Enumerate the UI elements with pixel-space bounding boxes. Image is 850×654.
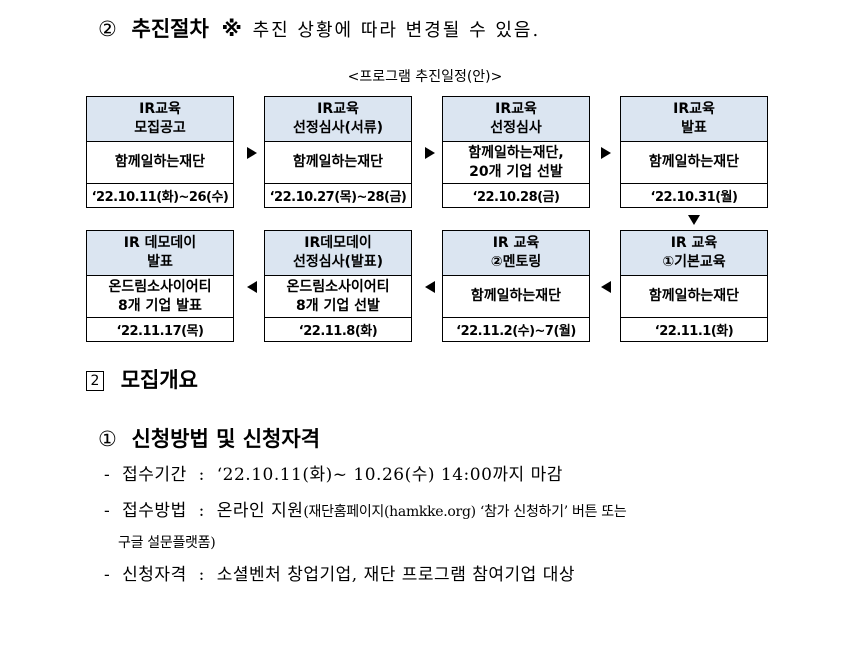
- section-heading-procedure: ② 추진절차 ※ 추진 상황에 따라 변경될 수 있음.: [98, 14, 540, 46]
- step-body: 함께일하는재단: [648, 288, 740, 304]
- subsection-number: ①: [98, 427, 117, 451]
- step-date: ‘22.11.8(화): [265, 317, 411, 341]
- step-body: 함께일하는재단: [114, 154, 206, 170]
- arrow-right-icon: [601, 147, 611, 159]
- step-date: ‘22.10.27(목)~28(금): [265, 183, 411, 207]
- section-number-box: 2: [86, 371, 104, 391]
- step-date: ‘22.10.28(금): [443, 183, 589, 207]
- bullet-eligibility: - 신청자격 : 소셜벤처 창업기업, 재단 프로그램 참여기업 대상: [104, 565, 575, 585]
- section-number: ②: [98, 17, 117, 41]
- subsection-heading: ① 신청방법 및 신청자격: [98, 424, 320, 454]
- section-title: 모집개요: [120, 368, 198, 392]
- section-note: 추진 상황에 따라 변경될 수 있음.: [252, 20, 541, 41]
- step-date: ‘22.11.2(수)~7(월): [443, 317, 589, 341]
- step-body: 함께일하는재단: [292, 154, 384, 170]
- bullet-method-continued: 구글 설문플랫폼): [118, 535, 216, 551]
- arrow-left-icon: [601, 281, 611, 293]
- section-heading-overview: 2 모집개요: [86, 366, 198, 394]
- schedule-caption: <프로그램 추진일정(안)>: [347, 69, 503, 85]
- step-date: ‘22.11.1(화): [621, 317, 767, 341]
- step-date: ‘22.10.31(월): [621, 183, 767, 207]
- step-body: 함께일하는재단,20개 기업 선발: [468, 144, 564, 180]
- arrow-left-icon: [247, 281, 257, 293]
- arrow-right-icon: [425, 147, 435, 159]
- note-mark: ※: [221, 17, 242, 41]
- arrow-left-icon: [425, 281, 435, 293]
- bullet-method: - 접수방법 : 온라인 지원(재단홈페이지(hamkke.org) ‘참가 신…: [104, 501, 627, 521]
- step-date: ‘22.11.17(목): [87, 317, 233, 341]
- section-title: 추진절차: [131, 17, 209, 41]
- subsection-title: 신청방법 및 신청자격: [131, 427, 321, 451]
- step-body: 함께일하는재단: [648, 154, 740, 170]
- step-date: ‘22.10.11(화)~26(수): [87, 183, 233, 207]
- bullet-period: - 접수기간 : ‘22.10.11(화)~ 10.26(수) 14:00까지 …: [104, 465, 563, 485]
- arrow-down-icon: [688, 215, 700, 225]
- step-body: 함께일하는재단: [470, 288, 562, 304]
- arrow-right-icon: [247, 147, 257, 159]
